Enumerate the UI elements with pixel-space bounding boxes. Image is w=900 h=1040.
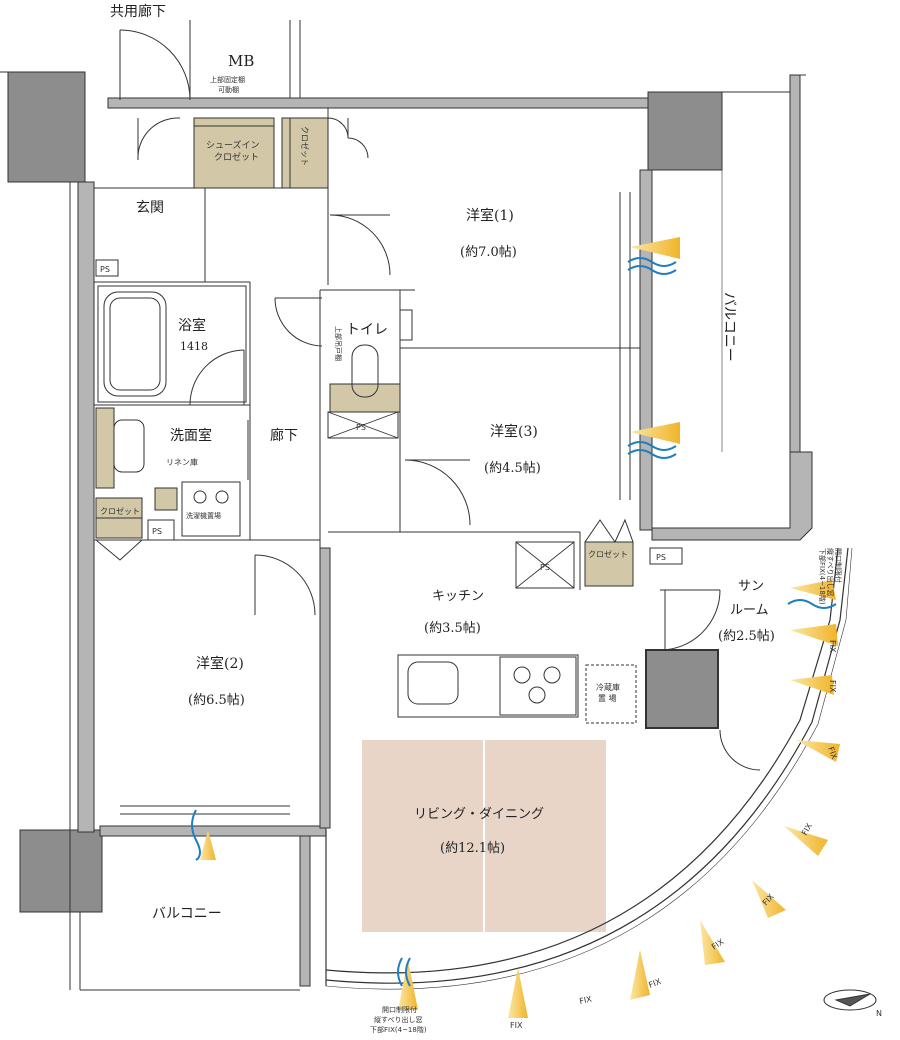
- fix-label-1: FIX: [510, 1021, 523, 1030]
- room3-label: 洋室(3): [490, 423, 538, 440]
- vanity-counter: [95, 407, 115, 489]
- bathtub: [97, 285, 247, 403]
- washroom-closet-label: クロゼット: [100, 506, 140, 516]
- kitchen-size: (約3.5帖): [424, 621, 481, 636]
- svg-text:下部FIX(4~18階): 下部FIX(4~18階): [370, 1025, 427, 1034]
- living-label: リビング・ダイニング: [414, 807, 544, 822]
- column-top-right: [647, 91, 723, 171]
- fix-label-8: FIX: [828, 680, 837, 693]
- sunroom-size: (約2.5帖): [718, 629, 775, 644]
- room1-size: (約7.0帖): [460, 245, 517, 260]
- shoes-in-closet: [193, 117, 275, 189]
- svg-text:PS: PS: [656, 553, 666, 562]
- room1-label: 洋室(1): [466, 207, 514, 224]
- column-sunroom: [645, 649, 719, 729]
- compass-icon: [823, 989, 877, 1011]
- svg-text:PS: PS: [540, 563, 550, 572]
- toilet-label: トイレ: [346, 322, 388, 338]
- svg-text:PS: PS: [100, 265, 110, 274]
- fix-label-9: FIX: [828, 640, 837, 653]
- balcony-right-label: バルコニー: [721, 292, 737, 362]
- svg-text:PS: PS: [356, 423, 366, 432]
- kitchen-label: キッチン: [432, 589, 484, 604]
- entry-door: [119, 29, 191, 101]
- kitchen-counter: [397, 654, 579, 718]
- svg-text:可動棚: 可動棚: [218, 85, 239, 94]
- svg-text:1418: 1418: [180, 340, 208, 353]
- room3-size: (約4.5帖): [484, 461, 541, 476]
- column-bottom-left: [19, 829, 103, 913]
- light-arrows: [200, 237, 840, 1018]
- washroom-label: 洗面室: [170, 427, 212, 444]
- fridge-space: [585, 664, 637, 724]
- living-size: (約12.1帖): [440, 841, 505, 856]
- fix-label-6: FIX: [800, 821, 814, 837]
- genkan-label: 玄関: [136, 199, 164, 216]
- fix-label-2: FIX: [579, 994, 594, 1005]
- mb-label: MB: [228, 52, 254, 70]
- svg-text:上部吊戸棚: 上部吊戸棚: [334, 326, 343, 361]
- north-label: N: [876, 1009, 882, 1018]
- svg-text:縦すべり出し窓: 縦すべり出し窓: [374, 1015, 423, 1024]
- air-arrows: [191, 257, 837, 987]
- svg-text:縦すべり出し窓: 縦すべり出し窓: [826, 548, 835, 597]
- bath-label: 浴室: [178, 317, 206, 334]
- sunroom-label: サン: [738, 579, 764, 594]
- room2-label: 洋室(2): [196, 655, 244, 672]
- fix-label-7: FIX: [826, 746, 839, 761]
- washer-label: 洗濯機置場: [186, 511, 221, 520]
- fix-label-3: FIX: [647, 977, 662, 990]
- svg-text:上部固定棚: 上部固定棚: [210, 75, 245, 84]
- svg-text:PS: PS: [152, 527, 162, 536]
- svg-text:リネン庫: リネン庫: [166, 457, 198, 467]
- svg-text:開口制限付: 開口制限付: [834, 548, 843, 583]
- kitchen-closet-label: クロゼット: [588, 549, 628, 559]
- room1-door: [329, 214, 391, 276]
- curved-window-wall: [325, 547, 853, 990]
- svg-text:クロゼット: クロゼット: [214, 151, 259, 163]
- labels: 共用廊下 MB 上部固定棚 可動棚 シューズイン クロゼット クロゼット 玄関 …: [100, 3, 882, 1034]
- toilet-fixture: [351, 309, 413, 398]
- closet-vertical-label: クロゼット: [300, 126, 310, 166]
- svg-text:ルーム: ルーム: [730, 603, 769, 618]
- common-corridor-label: 共用廊下: [110, 3, 166, 20]
- svg-text:下部FIX(4~18階): 下部FIX(4~18階): [818, 548, 827, 605]
- washer-area: [181, 481, 241, 537]
- exterior-lines: [0, 20, 806, 991]
- shoes-in-closet-label: シューズイン: [206, 139, 260, 151]
- corridor-label: 廊下: [270, 427, 298, 444]
- fridge-label: 冷蔵庫: [596, 682, 620, 692]
- column-top-left: [7, 71, 86, 183]
- balcony-bottom-label: バルコニー: [152, 906, 222, 922]
- svg-text:置 場: 置 場: [598, 693, 617, 703]
- room2-size: (約6.5帖): [188, 693, 245, 708]
- window-note: 開口制限付: [382, 1005, 417, 1014]
- kitchen-closet: [584, 541, 634, 587]
